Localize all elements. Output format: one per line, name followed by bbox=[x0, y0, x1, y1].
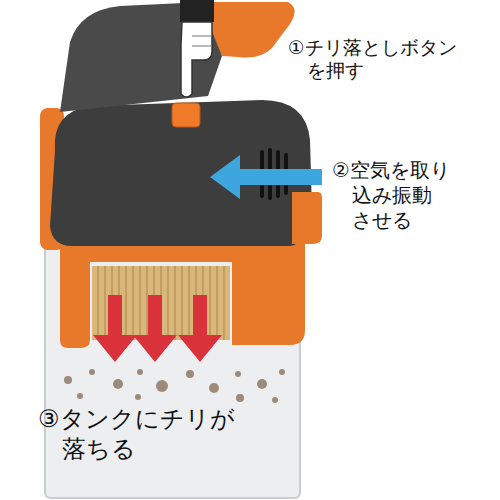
side-tab bbox=[292, 192, 322, 244]
callout-text: ②空気を取り 込み振動 させる bbox=[332, 158, 467, 233]
fall-arrows bbox=[93, 295, 222, 362]
dust-particles bbox=[64, 369, 285, 403]
pointing-hand bbox=[180, 0, 214, 97]
callout-text: ③タンクにチリが 落ちる bbox=[38, 404, 288, 464]
air-arrow bbox=[210, 155, 322, 199]
handle bbox=[200, 2, 295, 58]
callout-text: ①チリ落としボタン を押す bbox=[288, 36, 466, 82]
dust-button bbox=[172, 103, 200, 127]
